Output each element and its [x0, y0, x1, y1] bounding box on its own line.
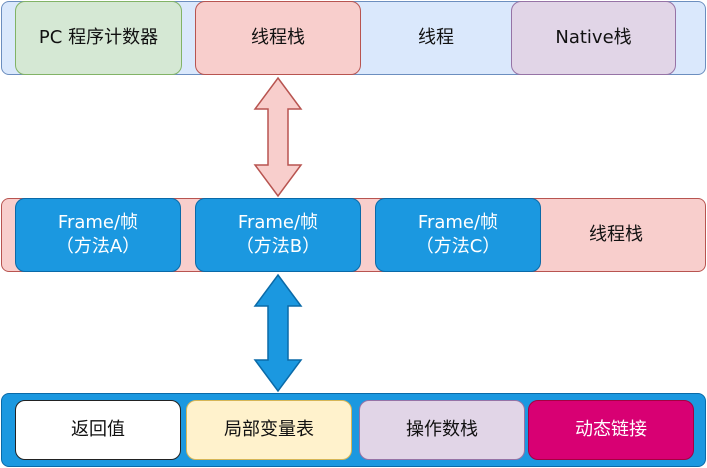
return-value-box: 返回值: [15, 400, 181, 460]
thread-label-area: 线程: [361, 1, 511, 75]
native-stack-box: Native栈: [511, 1, 676, 75]
local-variable-table-box: 局部变量表: [186, 400, 352, 460]
frame-method-a: Frame/帧 （方法A）: [15, 198, 181, 272]
double-arrow-icon-top: [253, 76, 303, 198]
frame-method-c: Frame/帧 （方法C）: [375, 198, 541, 272]
frame-title: Frame/帧: [417, 211, 499, 233]
native-stack-label: Native栈: [555, 26, 632, 48]
frame-title: Frame/帧: [237, 211, 319, 233]
frame-method-b: Frame/帧 （方法B）: [195, 198, 361, 272]
double-arrow-icon-bottom: [253, 273, 303, 393]
local-variable-table-label: 局部变量表: [224, 418, 314, 440]
frame-method-name: （方法A）: [55, 236, 141, 257]
operand-stack-box: 操作数栈: [359, 400, 525, 460]
return-value-label: 返回值: [71, 418, 125, 440]
thread-label: 线程: [418, 26, 454, 48]
frame-title: Frame/帧: [57, 211, 139, 233]
pc-counter-box: PC 程序计数器: [15, 1, 182, 75]
thread-stack-box: 线程栈: [195, 1, 361, 75]
pc-counter-label: PC 程序计数器: [38, 26, 159, 48]
thread-stack-row-label: 线程栈: [589, 223, 643, 245]
dynamic-linking-label: 动态链接: [575, 418, 647, 440]
operand-stack-label: 操作数栈: [406, 418, 478, 440]
thread-stack-label-area: 线程栈: [541, 198, 691, 272]
thread-stack-label: 线程栈: [251, 26, 305, 48]
frame-method-name: （方法C）: [415, 236, 501, 257]
dynamic-linking-box: 动态链接: [528, 400, 694, 460]
frame-method-name: （方法B）: [235, 236, 321, 257]
